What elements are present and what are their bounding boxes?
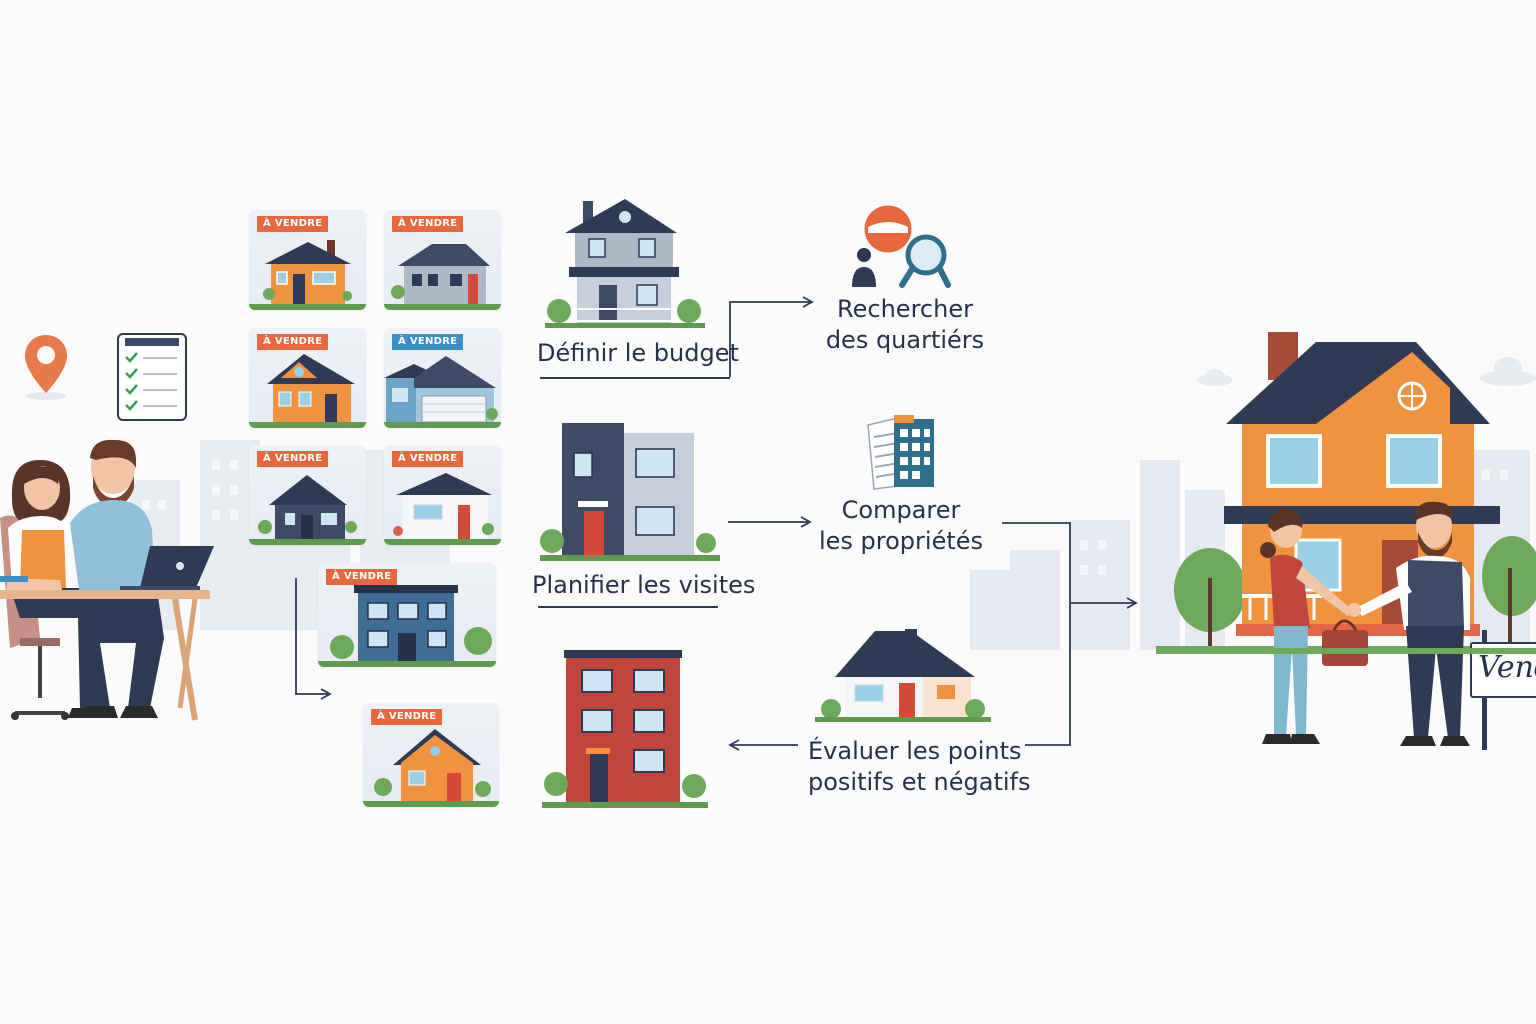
sale-sign: Vend bbox=[1468, 630, 1536, 750]
for-sale-badge: À VENDRE bbox=[257, 334, 329, 350]
couple-at-laptop-illustration bbox=[0, 439, 214, 721]
for-sale-badge: À VENDRE bbox=[257, 451, 329, 467]
step-research-line1: Rechercher bbox=[837, 295, 973, 323]
listing-card[interactable]: À VENDRE bbox=[384, 445, 501, 545]
listing-card[interactable]: À VENDRE bbox=[384, 328, 501, 428]
house-icon bbox=[258, 475, 357, 539]
underline-budget bbox=[540, 377, 730, 379]
for-sale-badge: À VENDRE bbox=[371, 709, 443, 725]
cloud-right-icon bbox=[1480, 357, 1536, 386]
for-sale-badge: À VENDRE bbox=[392, 216, 464, 232]
search-people-icon bbox=[852, 205, 951, 288]
sale-sign-text: Vend bbox=[1478, 650, 1536, 685]
step-research-line2: des quartiérs bbox=[825, 326, 985, 354]
listing-card[interactable]: À VENDRE bbox=[363, 703, 499, 807]
underline-visits bbox=[538, 606, 718, 608]
listing-card[interactable]: À VENDRE bbox=[384, 210, 501, 310]
listing-card[interactable]: À VENDRE bbox=[249, 328, 366, 428]
arrow-listings-down bbox=[295, 578, 332, 700]
house-icon bbox=[384, 356, 498, 423]
building-icon bbox=[330, 585, 492, 665]
building-visits-illustration bbox=[540, 423, 720, 561]
house-budget-illustration bbox=[545, 199, 705, 328]
house-icon bbox=[263, 240, 352, 304]
checklist-icon bbox=[117, 333, 187, 421]
bracket-to-final-house bbox=[1002, 522, 1071, 746]
cloud-left-icon bbox=[1197, 369, 1233, 386]
house-icon bbox=[267, 354, 355, 422]
step-compare-line2: les propriétés bbox=[818, 527, 984, 555]
for-sale-badge: À VENDRE bbox=[392, 451, 464, 467]
for-sale-badge: À VENDRE bbox=[392, 334, 464, 350]
ground-line bbox=[1156, 648, 1536, 654]
step-evaluate-pros-cons: Évaluer les points positifs et négatifs bbox=[808, 736, 1031, 798]
step-define-budget: Définir le budget bbox=[537, 339, 739, 367]
house-icon bbox=[374, 729, 491, 803]
step-evaluate-line1: Évaluer les points bbox=[808, 737, 1022, 765]
for-sale-badge: À VENDRE bbox=[257, 216, 329, 232]
house-evaluate-illustration bbox=[815, 629, 991, 722]
apartment-building-illustration bbox=[542, 650, 708, 808]
listing-card[interactable]: À VENDRE bbox=[318, 563, 496, 667]
step-evaluate-line2: positifs et négatifs bbox=[808, 768, 1031, 796]
step-compare-properties: Comparer les propriétés bbox=[814, 495, 988, 557]
step-compare-line1: Comparer bbox=[841, 496, 961, 524]
for-sale-badge: À VENDRE bbox=[326, 569, 398, 585]
step-research-neighborhoods: Rechercher des quartiérs bbox=[820, 294, 990, 356]
arrow-budget-to-neighborhoods bbox=[729, 296, 814, 377]
comparison-list-icon bbox=[867, 415, 934, 490]
handshake-people-illustration bbox=[1260, 501, 1470, 746]
house-icon bbox=[393, 473, 494, 539]
listing-card[interactable]: À VENDRE bbox=[249, 445, 366, 545]
listing-card[interactable]: À VENDRE bbox=[249, 210, 366, 310]
location-pin-icon bbox=[25, 335, 67, 400]
step-plan-visits: Planifier les visites bbox=[532, 571, 756, 599]
house-icon bbox=[391, 244, 490, 304]
